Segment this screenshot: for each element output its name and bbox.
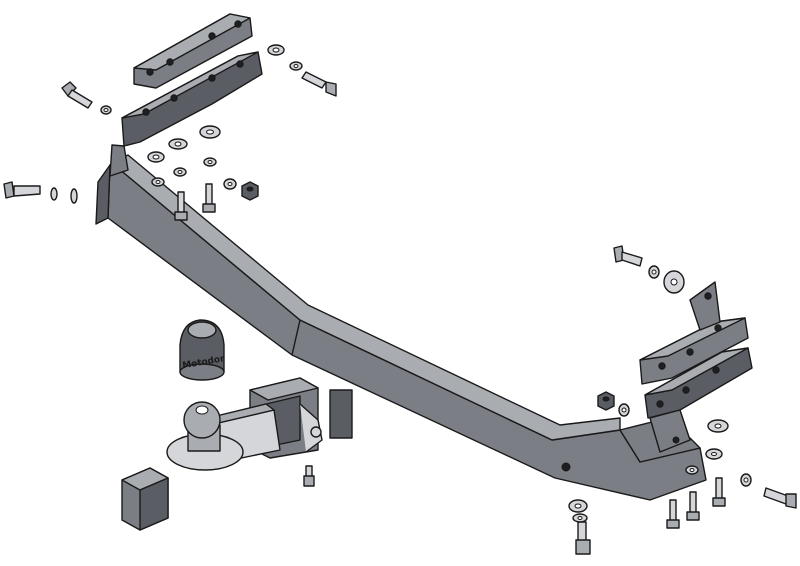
tow-ball-cover: Motodor [179, 319, 226, 381]
bolt-right-lower [763, 487, 797, 509]
tow-ball [166, 401, 244, 471]
left-bracket-upper-plate [133, 13, 253, 89]
bolt-upper-right [301, 71, 337, 97]
crossbar-hole [561, 462, 571, 472]
bolt-left-mid [3, 181, 41, 199]
nuts [241, 181, 615, 411]
receiver-cap [121, 467, 169, 531]
bolt-bottom-left [575, 521, 591, 555]
bolt-vertical-right-2 [686, 491, 700, 521]
right-bracket-upper-plate [639, 281, 749, 385]
bolt-vertical-left-1 [174, 191, 188, 221]
locking-pin [299, 403, 323, 453]
bolt-left-top [61, 81, 93, 109]
bolt-vertical-right-1 [666, 499, 680, 529]
bolt-bottom-small [303, 465, 315, 487]
bolt-vertical-left-2 [202, 183, 216, 213]
washers [50, 44, 752, 523]
bolt-right-top [613, 245, 643, 267]
bolt-vertical-right-3 [712, 477, 726, 507]
right-bracket-lower-plate [644, 347, 753, 453]
left-bracket-lower-plate [109, 51, 263, 177]
